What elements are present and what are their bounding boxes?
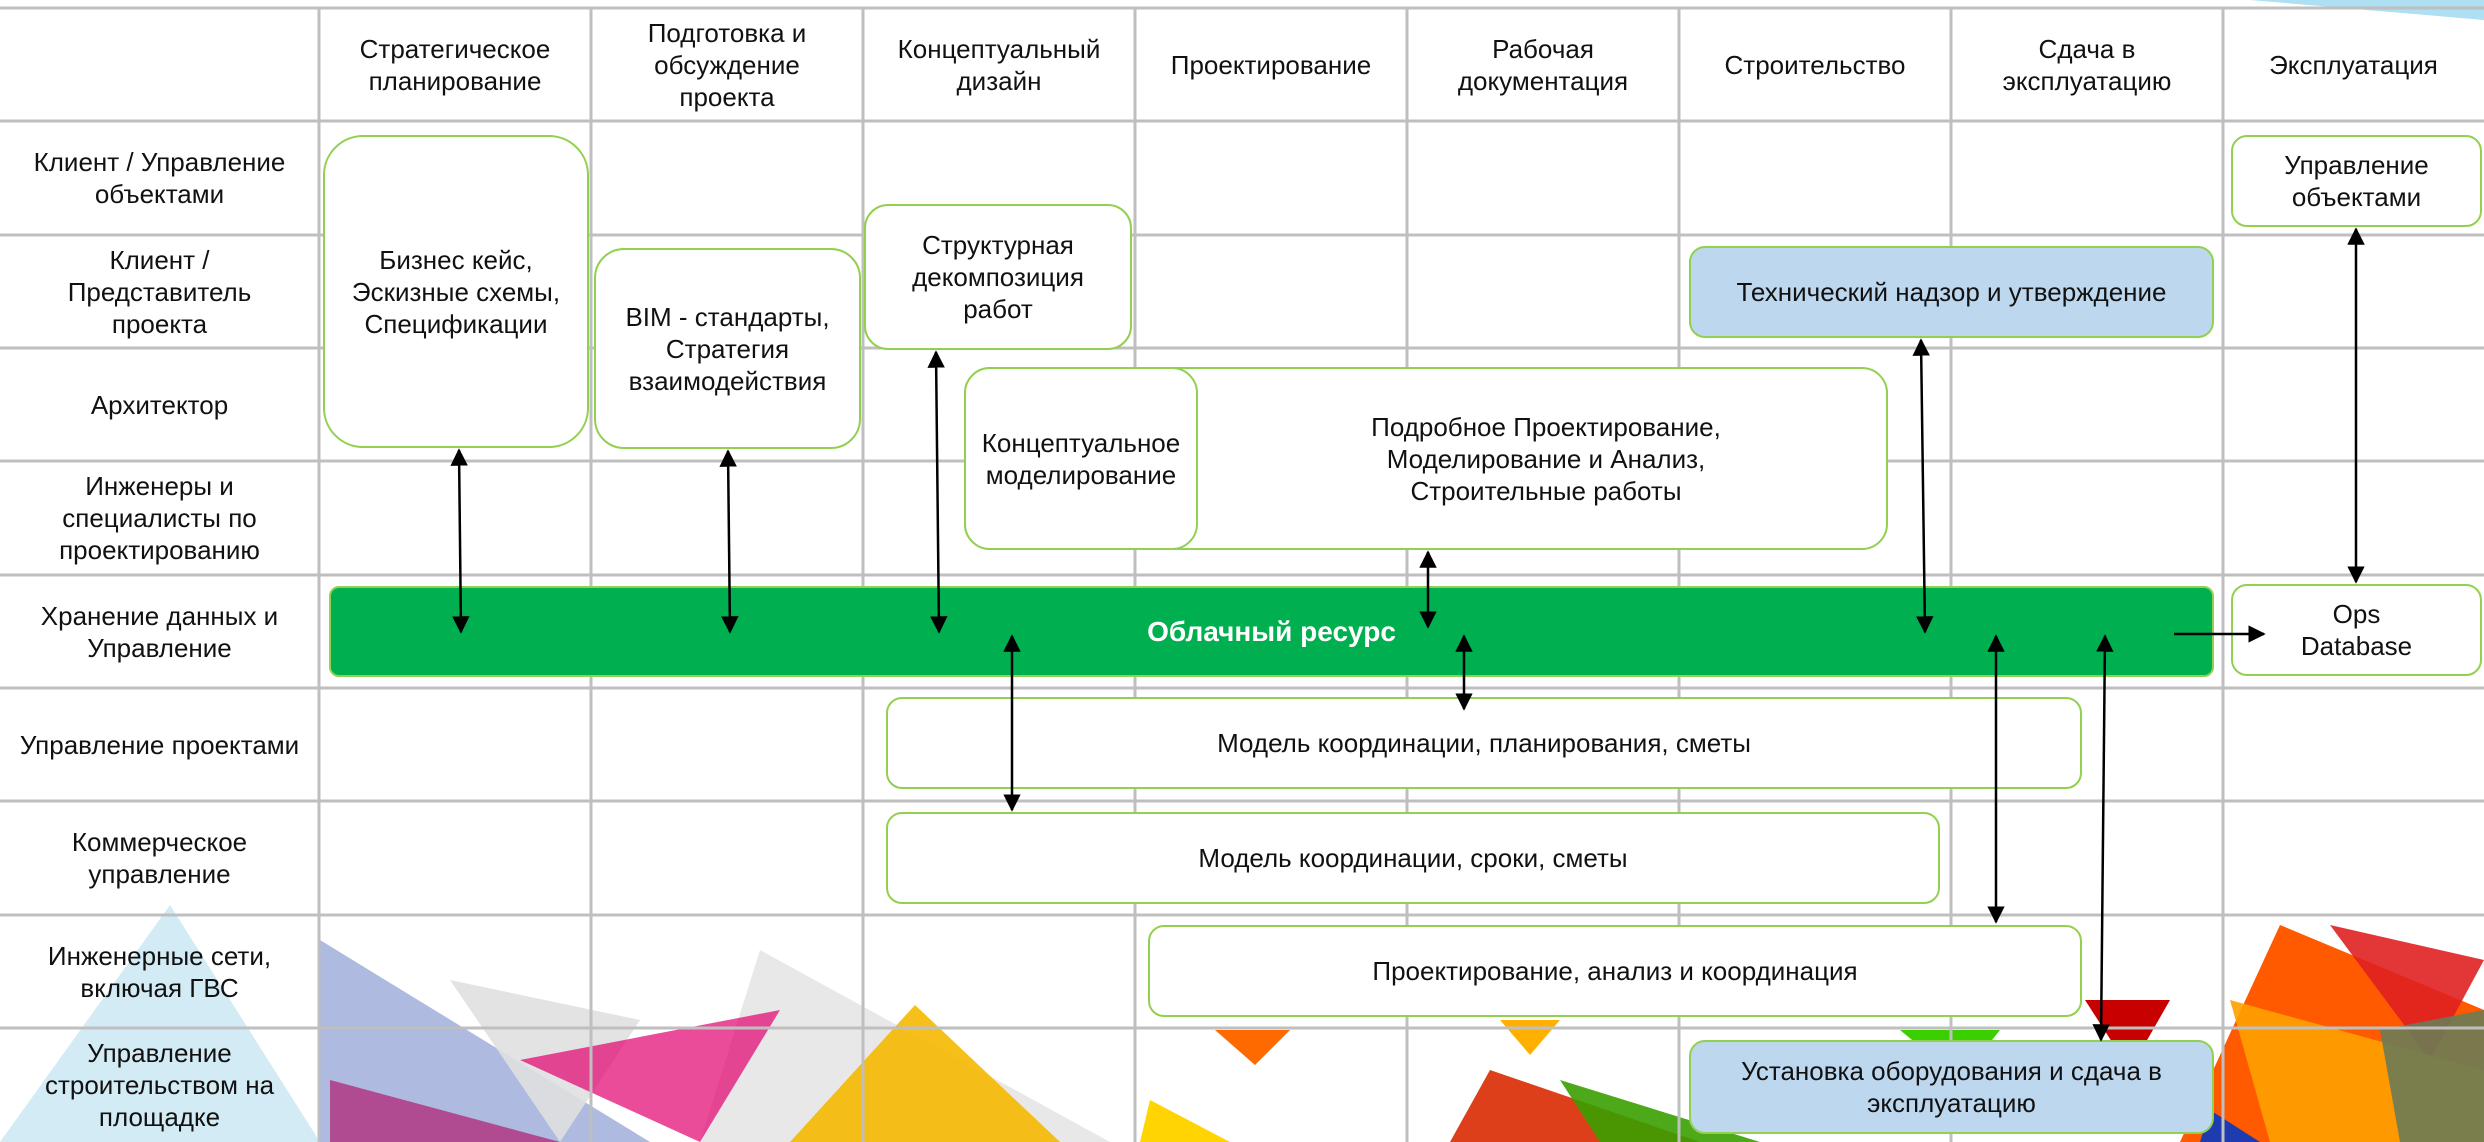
column-header-commissioning: Сдача в эксплуатацию (2002, 33, 2172, 96)
row-label-client-representative: Клиент / Представитель проекта (67, 244, 252, 339)
row-label-utilities: Инженерные сети, включая ГВС (47, 940, 272, 1003)
coordination-planning-model-box: Модель координации, планирования, сметы (886, 697, 2082, 789)
ops-database-box: Ops Database (2231, 584, 2482, 676)
row-label-site-management: Управление строительством на площадке (44, 1038, 275, 1132)
row-label-architect: Архитектор (90, 389, 229, 420)
wbs-box: Структурная декомпозиция работ (864, 204, 1132, 350)
coordination-schedule-model-box: Модель координации, сроки, сметы (886, 812, 1940, 904)
column-header-construction: Строительство (1724, 49, 1906, 80)
row-label-commercial-management: Коммерческое управление (71, 827, 248, 889)
column-header-operation: Эксплуатация (2269, 49, 2438, 80)
row-label-engineers: Инженеры и специалисты по проектированию (59, 471, 260, 565)
technical-supervision-box: Технический надзор и утверждение (1689, 246, 2214, 338)
column-header-concept-design: Концептуальный дизайн (897, 33, 1101, 96)
column-header-project-preparation: Подготовка и обсуждение проекта (647, 17, 807, 112)
business-case-box: Бизнес кейс, Эскизные схемы, Спецификаци… (323, 135, 589, 448)
column-header-design: Проектирование (1170, 49, 1372, 80)
facility-management-box: Управление объектами (2231, 135, 2482, 227)
bim-standards-box: BIM - стандарты, Стратегия взаимодействи… (594, 248, 861, 449)
installation-commissioning-box: Установка оборудования и сдача в эксплуа… (1689, 1040, 2214, 1134)
column-header-strategic-planning: Стратегическое планирование (359, 33, 551, 96)
conceptual-modeling-box: Концептуальное моделирование (964, 367, 1198, 550)
row-label-data-storage: Хранение данных и Управление (40, 600, 279, 663)
row-label-project-management: Управление проектами (19, 729, 300, 760)
cloud-resource-bar: Облачный ресурс (329, 586, 2214, 677)
design-analysis-coordination-box: Проектирование, анализ и координация (1148, 925, 2082, 1017)
column-header-working-docs: Рабочая документация (1457, 33, 1629, 96)
row-label-client-facilities: Клиент / Управление объектами (33, 147, 286, 209)
